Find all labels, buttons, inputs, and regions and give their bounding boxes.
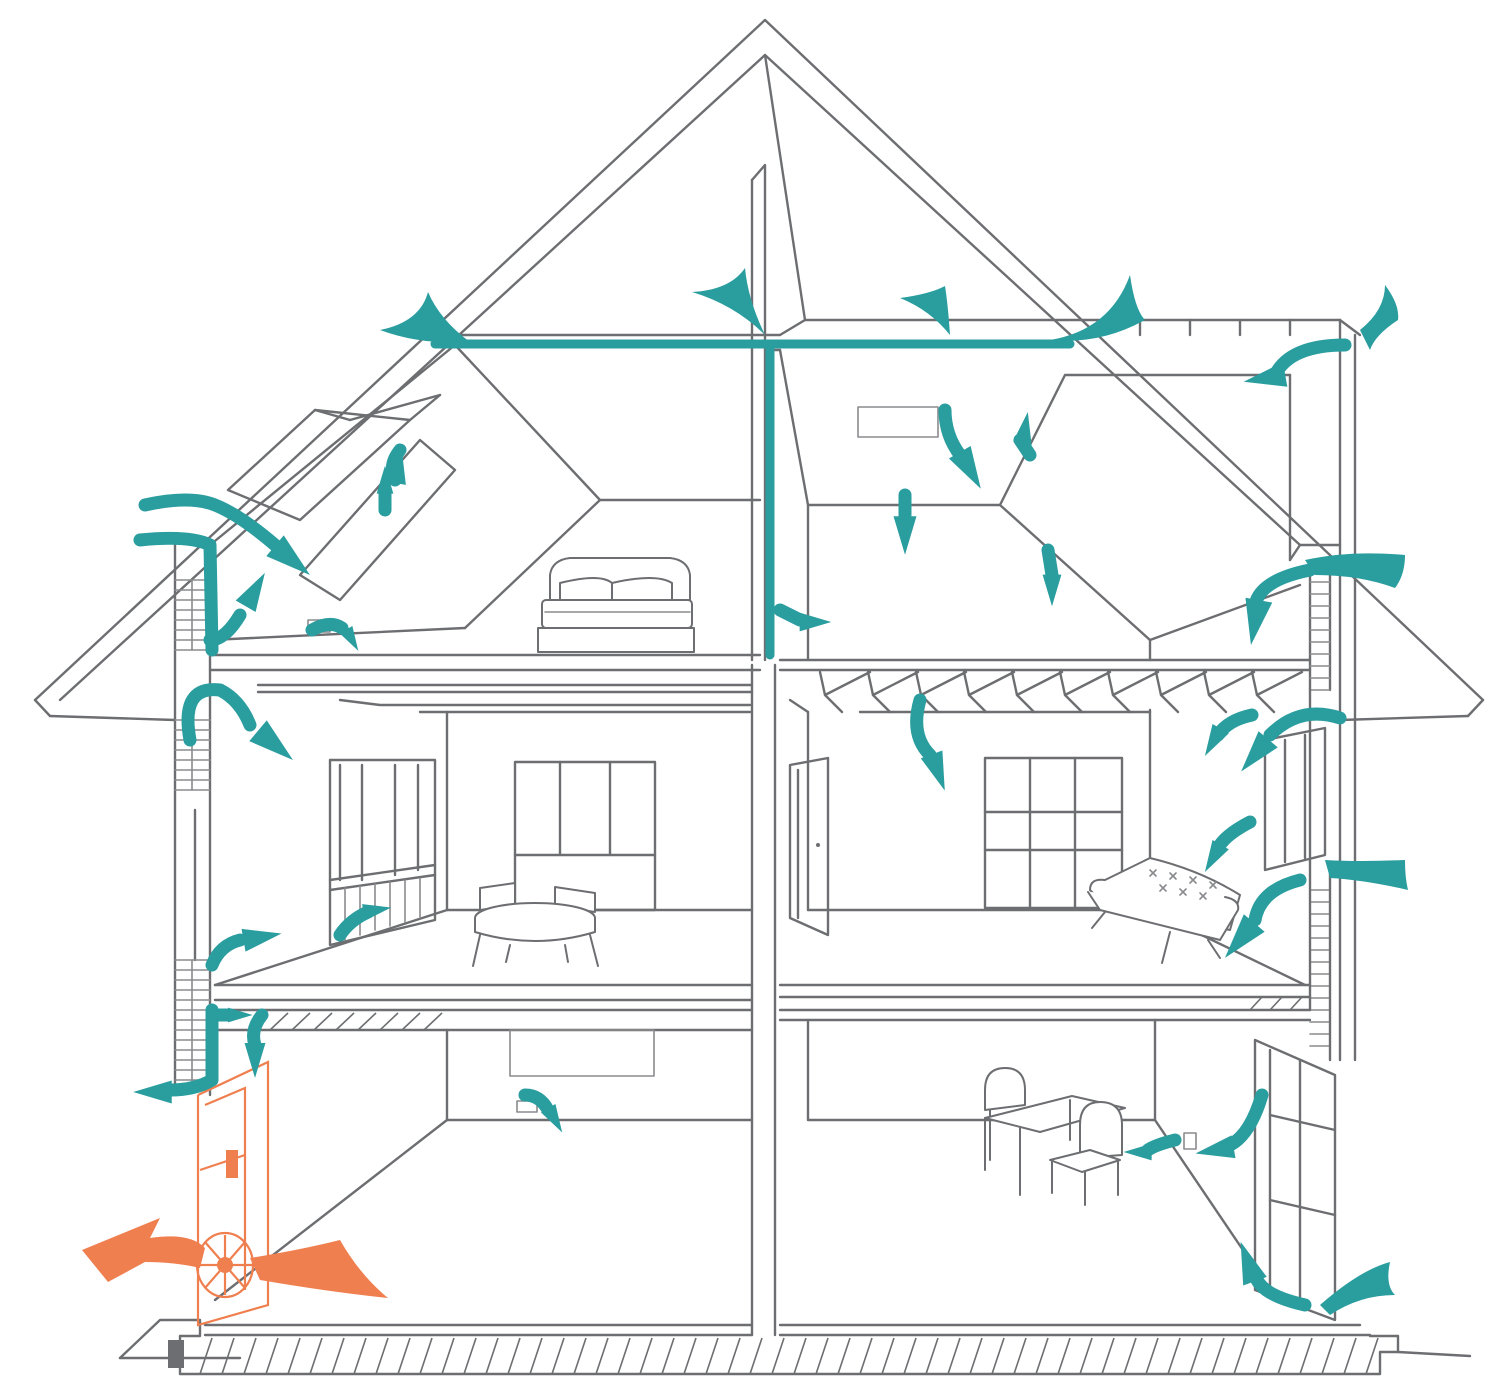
curved-arrow-icon bbox=[133, 1003, 219, 1104]
living-room bbox=[778, 670, 1332, 1062]
curved-arrow-icon bbox=[138, 493, 310, 576]
dining-room bbox=[213, 683, 754, 1002]
foundation bbox=[118, 1318, 1472, 1376]
utility-room bbox=[203, 1028, 754, 1337]
wall-socket-icon bbox=[1183, 1132, 1197, 1150]
curved-arrow-icon bbox=[773, 603, 832, 632]
curved-arrow-icon bbox=[244, 1008, 269, 1078]
curved-arrow-icon bbox=[1204, 708, 1259, 757]
roof bbox=[33, 18, 1485, 1062]
curved-arrow-icon bbox=[1195, 1088, 1269, 1159]
sofa bbox=[1087, 857, 1241, 964]
curved-arrow-icon bbox=[1204, 815, 1257, 873]
curved-arrow-icon bbox=[1243, 338, 1352, 387]
curved-arrow-icon bbox=[1241, 707, 1347, 772]
airflow-arrows bbox=[133, 268, 1408, 1315]
curved-arrow-icon bbox=[203, 572, 265, 647]
curved-arrow-icon bbox=[1245, 563, 1317, 646]
airflow-swoosh-icon bbox=[380, 292, 470, 343]
side-window bbox=[328, 758, 437, 947]
curved-arrow-icon bbox=[938, 403, 981, 489]
door bbox=[788, 756, 830, 937]
curved-arrow-icon bbox=[893, 488, 917, 555]
curved-arrow-icon bbox=[376, 465, 394, 517]
attic-bedroom bbox=[208, 343, 762, 672]
curved-arrow-icon bbox=[1013, 412, 1037, 462]
curved-arrow-icon bbox=[333, 904, 392, 942]
airflow-swoosh-icon bbox=[1305, 553, 1405, 588]
ventilation-fan-icon bbox=[195, 1231, 255, 1299]
skylight-window bbox=[226, 393, 457, 602]
attic-room-right bbox=[778, 348, 1342, 692]
airflow-swoosh-icon bbox=[692, 268, 765, 335]
kitchen-table bbox=[984, 1067, 1126, 1206]
kitchen bbox=[778, 1018, 1372, 1337]
right-wall-window bbox=[1263, 726, 1327, 872]
curved-arrow-icon bbox=[205, 928, 282, 972]
exhaust-arrow-icon bbox=[82, 1218, 205, 1282]
curved-arrow-icon bbox=[181, 683, 293, 761]
living-window bbox=[983, 756, 1124, 910]
curved-arrow-icon bbox=[1240, 1241, 1312, 1312]
curved-arrow-icon bbox=[518, 1088, 563, 1133]
glass-door bbox=[1253, 1038, 1337, 1322]
airflow-swoosh-icon bbox=[1320, 1262, 1395, 1315]
airflow-swoosh-icon bbox=[900, 286, 950, 335]
wall-cabinet bbox=[509, 1029, 655, 1077]
back-window bbox=[513, 760, 657, 912]
airflow-swoosh-icon bbox=[1360, 285, 1399, 350]
bed bbox=[537, 557, 695, 653]
curved-arrow-icon bbox=[1224, 873, 1307, 958]
ceiling-beams bbox=[818, 670, 1304, 714]
curved-arrow-icon bbox=[133, 531, 219, 657]
ventilation-unit bbox=[82, 1060, 388, 1327]
curved-arrow-icon bbox=[305, 618, 359, 651]
dining-table bbox=[472, 882, 599, 967]
curved-arrow-icon bbox=[1041, 543, 1062, 607]
air-vent-icon bbox=[857, 406, 939, 438]
curved-arrow-icon bbox=[205, 1007, 253, 1023]
curved-arrow-icon bbox=[910, 693, 945, 791]
curved-arrow-icon bbox=[1123, 1133, 1182, 1161]
intake-arrow-icon bbox=[250, 1240, 388, 1298]
floor-slab bbox=[213, 996, 1312, 1032]
sofa-tufting bbox=[1149, 869, 1217, 900]
airflow-swoosh-icon bbox=[1325, 860, 1408, 890]
supply-duct-system bbox=[430, 339, 1075, 660]
airflow-swoosh-icon bbox=[1050, 275, 1145, 341]
curved-arrow-icon bbox=[385, 443, 407, 487]
